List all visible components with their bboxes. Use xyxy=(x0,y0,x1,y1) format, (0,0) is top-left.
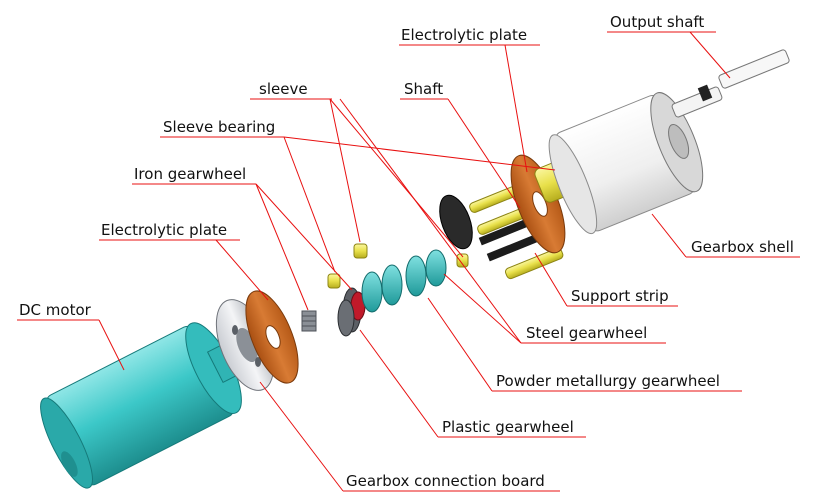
powder-metallurgy-gearwheels xyxy=(361,249,447,313)
label-electrolytic-plate-top: Electrolytic plate xyxy=(401,26,527,44)
black-gearwheel xyxy=(439,194,473,250)
label-sleeve: sleeve xyxy=(259,80,308,98)
label-powder-metallurgy-gearwheel: Powder metallurgy gearwheel xyxy=(496,372,720,390)
output-shaft xyxy=(671,49,790,118)
sleeve-left xyxy=(353,243,368,259)
label-shaft: Shaft xyxy=(404,80,443,98)
iron-gearwheel xyxy=(301,310,317,332)
label-dc-motor: DC motor xyxy=(19,301,92,319)
label-gearbox-shell: Gearbox shell xyxy=(691,238,794,256)
label-output-shaft: Output shaft xyxy=(610,13,704,31)
labels: Output shaft Electrolytic plate Shaft sl… xyxy=(19,13,794,490)
plastic-gearwheel xyxy=(337,287,366,337)
label-support-strip: Support strip xyxy=(571,287,669,305)
label-gearbox-connection-board: Gearbox connection board xyxy=(346,472,545,490)
label-steel-gearwheel: Steel gearwheel xyxy=(526,324,647,342)
leader-lines xyxy=(17,31,800,492)
label-plastic-gearwheel: Plastic gearwheel xyxy=(442,418,574,436)
sleeve-bearing-left xyxy=(327,273,341,289)
electrolytic-plate-right xyxy=(510,154,566,254)
steel-gearwheel xyxy=(456,253,469,268)
label-electrolytic-plate-left: Electrolytic plate xyxy=(101,221,227,239)
gearbox-shell xyxy=(548,92,704,235)
label-sleeve-bearing: Sleeve bearing xyxy=(163,118,275,136)
electrolytic-plate-left xyxy=(245,290,299,384)
label-iron-gearwheel: Iron gearwheel xyxy=(134,165,246,183)
